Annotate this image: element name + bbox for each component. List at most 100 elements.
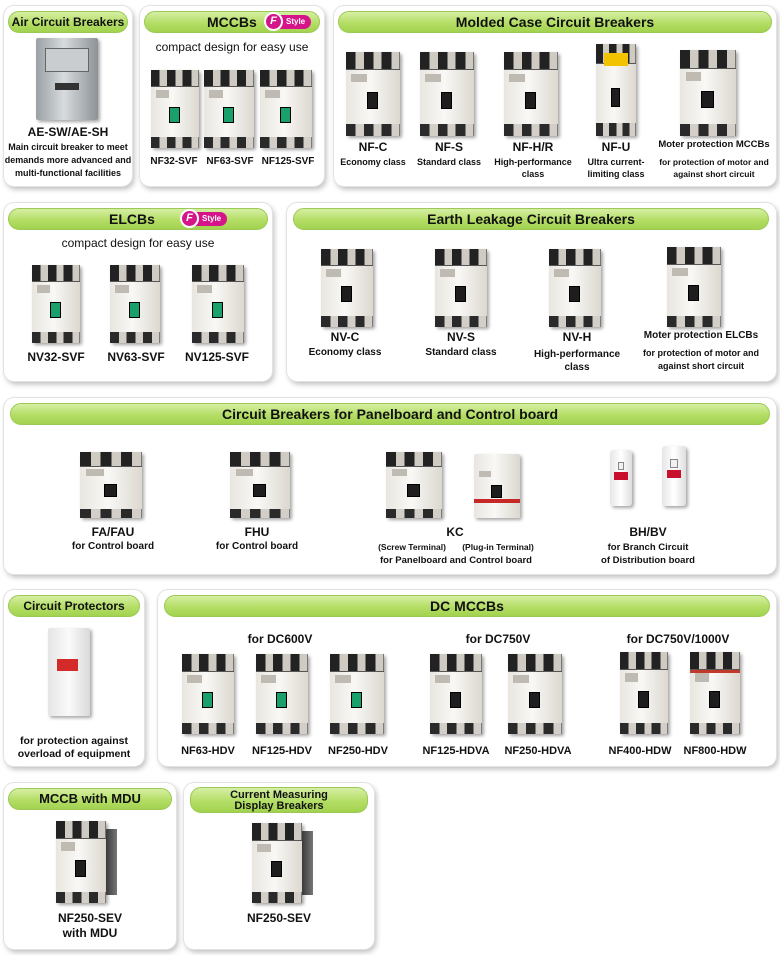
mccbs-item-1[interactable]: NF32-SVF	[150, 156, 198, 167]
panelboard-panel: Circuit Breakers for Panelboard and Cont…	[4, 398, 776, 574]
bh-bv-desc-1: for Branch Circuit	[607, 542, 689, 553]
earth-item-4-name[interactable]: Moter protection ELCBs	[643, 330, 759, 341]
mdu-model-2: with MDU	[62, 926, 118, 940]
fa-fau-name[interactable]: FA/FAU	[91, 525, 135, 539]
elcbs-subtitle: compact design for easy use	[61, 236, 215, 250]
dc-item-7[interactable]: NF800-HDW	[683, 745, 747, 757]
dc-group-dc1000: for DC750V/1000V	[626, 632, 730, 646]
earth-item-1-desc: Economy class	[308, 347, 382, 358]
bh-bv-name[interactable]: BH/BV	[629, 525, 667, 539]
protector-image[interactable]	[48, 628, 90, 716]
bh-image[interactable]	[610, 450, 632, 506]
nf800-hdw-image[interactable]	[690, 652, 740, 734]
mdu-panel: MCCB with MDU NF250-SEV with MDU	[4, 783, 176, 949]
molded-item-5-desc-2: against short circuit	[673, 169, 755, 179]
earth-item-3-desc-1: High-performance	[533, 349, 621, 360]
nv-s-image[interactable]	[435, 249, 487, 327]
fa-fau-image[interactable]	[80, 452, 142, 518]
nv-h-image[interactable]	[549, 249, 601, 327]
mdu-title[interactable]: MCCB with MDU	[8, 788, 172, 810]
nf250-hdv-image[interactable]	[330, 654, 384, 734]
acb-model[interactable]: AE-SW/AE-SH	[27, 125, 109, 139]
mdu-model-1[interactable]: NF250-SEV	[57, 911, 123, 925]
elcbs-title[interactable]: ELCBs	[8, 208, 268, 230]
mdu-image[interactable]	[56, 821, 117, 903]
nf-u-image[interactable]	[596, 44, 636, 136]
nf-hr-image[interactable]	[504, 52, 558, 136]
earth-item-3-desc-2: class	[564, 362, 590, 373]
nf-s-image[interactable]	[420, 52, 474, 136]
fa-fau-desc: for Control board	[71, 541, 155, 552]
molded-item-1-name[interactable]: NF-C	[358, 140, 388, 154]
elcbs-item-2[interactable]: NV63-SVF	[107, 350, 165, 364]
moter-elcb-image[interactable]	[667, 247, 721, 327]
earth-item-2-name[interactable]: NV-S	[446, 330, 475, 344]
molded-item-4-name[interactable]: NF-U	[601, 140, 631, 154]
molded-item-1-desc: Economy class	[340, 157, 406, 167]
earth-item-1-name[interactable]: NV-C	[330, 330, 360, 344]
molded-item-2-name[interactable]: NF-S	[435, 140, 463, 154]
nf400-hdw-image[interactable]	[620, 652, 668, 734]
moter-mccb-image[interactable]	[680, 50, 736, 136]
nv32-svf-image[interactable]	[32, 265, 80, 343]
molded-item-4-desc-1: Ultra current-	[587, 157, 645, 167]
cmd-panel: Current Measuring Display Breakers NF250…	[184, 783, 374, 949]
cmd-title[interactable]: Current Measuring Display Breakers	[190, 787, 368, 813]
kc-plug-image[interactable]	[474, 454, 520, 518]
molded-item-5-name[interactable]: Moter protection MCCBs	[658, 139, 770, 150]
dc-item-4[interactable]: NF125-HDVA	[422, 745, 490, 757]
elcbs-item-1[interactable]: NV32-SVF	[27, 350, 85, 364]
dc-item-2[interactable]: NF125-HDV	[252, 745, 312, 757]
bv-image[interactable]	[662, 446, 686, 506]
nf32-svf-image[interactable]	[151, 70, 199, 148]
protectors-title[interactable]: Circuit Protectors	[8, 595, 140, 617]
earth-panel: Earth Leakage Circuit Breakers NV-C Econ…	[287, 203, 776, 381]
cmd-image[interactable]	[252, 823, 313, 903]
panelboard-title[interactable]: Circuit Breakers for Panelboard and Cont…	[10, 403, 770, 425]
fstyle-text: Style	[202, 214, 222, 223]
kc-name[interactable]: KC	[446, 525, 464, 539]
nf250-hdva-image[interactable]	[508, 654, 562, 734]
acb-desc-3: multi-functional facilities	[14, 168, 121, 178]
elcbs-item-3[interactable]: NV125-SVF	[184, 350, 250, 364]
kc-screw-image[interactable]	[386, 452, 442, 518]
elcbs-fstyle-badge: F Style	[180, 209, 228, 228]
dc-item-6[interactable]: NF400-HDW	[608, 745, 672, 757]
molded-item-3-desc-2: class	[521, 169, 545, 179]
nv125-svf-image[interactable]	[192, 265, 244, 343]
acb-product-image[interactable]	[36, 38, 98, 120]
acb-title[interactable]: Air Circuit Breakers	[8, 11, 128, 33]
nf125-svf-image[interactable]	[260, 70, 312, 148]
fstyle-letter: F	[180, 209, 199, 228]
dc-item-1[interactable]: NF63-HDV	[181, 745, 235, 757]
mccbs-item-2[interactable]: NF63-SVF	[206, 156, 254, 167]
molded-item-2-desc: Standard class	[416, 157, 482, 167]
earth-item-2-desc: Standard class	[425, 347, 497, 358]
fhu-name[interactable]: FHU	[244, 525, 270, 539]
dc-panel: DC MCCBs for DC600V for DC750V for DC750…	[158, 590, 776, 766]
molded-item-3-name[interactable]: NF-H/R	[512, 140, 554, 154]
dc-item-3[interactable]: NF250-HDV	[328, 745, 388, 757]
mccbs-panel: MCCBs F Style compact design for easy us…	[140, 6, 324, 186]
nf125-hdva-image[interactable]	[430, 654, 482, 734]
earth-item-4-desc-2: against short circuit	[657, 361, 745, 371]
nf-c-image[interactable]	[346, 52, 400, 136]
nf63-hdv-image[interactable]	[182, 654, 234, 734]
nf63-svf-image[interactable]	[204, 70, 254, 148]
nv63-svf-image[interactable]	[110, 265, 160, 343]
earth-title[interactable]: Earth Leakage Circuit Breakers	[293, 208, 769, 230]
dc-item-5[interactable]: NF250-HDVA	[504, 745, 572, 757]
cmd-model[interactable]: NF250-SEV	[246, 911, 312, 925]
molded-title[interactable]: Molded Case Circuit Breakers	[338, 11, 772, 33]
fhu-image[interactable]	[230, 452, 290, 518]
earth-item-4-desc-1: for protection of motor and	[643, 348, 759, 358]
mccbs-fstyle-badge: F Style	[264, 12, 312, 31]
mccbs-title-text: MCCBs	[207, 14, 257, 30]
earth-item-3-name[interactable]: NV-H	[562, 330, 592, 344]
mccbs-item-3[interactable]: NF125-SVF	[261, 156, 315, 167]
protectors-panel: Circuit Protectors for protection agains…	[4, 590, 144, 766]
protectors-desc-2: overload of equipment	[17, 748, 131, 760]
dc-title[interactable]: DC MCCBs	[164, 595, 770, 617]
nv-c-image[interactable]	[321, 249, 373, 327]
nf125-hdv-image[interactable]	[256, 654, 308, 734]
